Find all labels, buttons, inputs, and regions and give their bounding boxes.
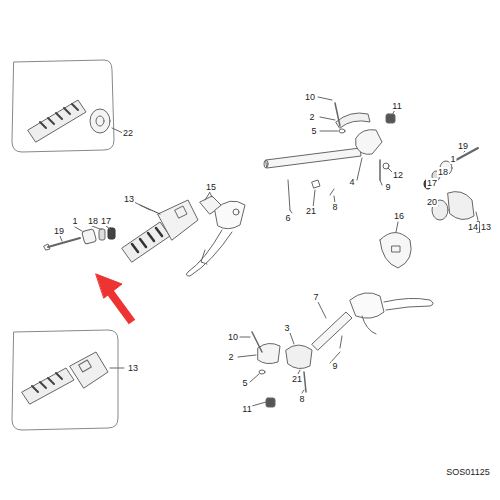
callout-number: 1 [449, 154, 456, 164]
callout-number: 21 [291, 374, 303, 384]
callout-number: 10 [304, 92, 316, 102]
callout-number: 12 [392, 170, 404, 180]
callout-number: 13 [480, 222, 492, 232]
callout-number: 11 [391, 101, 402, 111]
callout-number: 14 [467, 222, 479, 232]
callout-number: 5 [310, 126, 317, 136]
callout-number: 15 [205, 182, 217, 192]
callout-number: 2 [227, 352, 234, 362]
callout-number: 13 [123, 194, 135, 204]
callout-number: 9 [384, 182, 391, 192]
callout-number: 18 [87, 216, 99, 226]
callout-number: 22 [122, 128, 134, 138]
callout-number: 19 [457, 141, 469, 151]
callout-number: 2 [308, 112, 315, 122]
callout-number: 3 [283, 323, 290, 333]
callout-number: 16 [393, 211, 405, 221]
callout-number: 11 [241, 404, 252, 414]
callout-number: 9 [331, 361, 338, 371]
drawing-code: SOS01125 [445, 467, 490, 477]
callout-number: 13 [127, 363, 139, 373]
callout-number: 17 [426, 178, 438, 188]
callout-number: 6 [284, 213, 291, 223]
callout-number: 8 [331, 202, 338, 212]
callout-number: 5 [241, 378, 248, 388]
callout-number: 10 [227, 332, 239, 342]
callout-number: 17 [100, 216, 112, 226]
callout-number: 19 [53, 226, 65, 236]
callout-number: 20 [426, 197, 438, 207]
callout-number: 18 [437, 167, 449, 177]
callout-number: 7 [312, 292, 319, 302]
callout-number: 21 [305, 206, 317, 216]
callout-number: 8 [298, 394, 305, 404]
callout-number: 1 [71, 216, 78, 226]
callout-number: 4 [348, 177, 355, 187]
